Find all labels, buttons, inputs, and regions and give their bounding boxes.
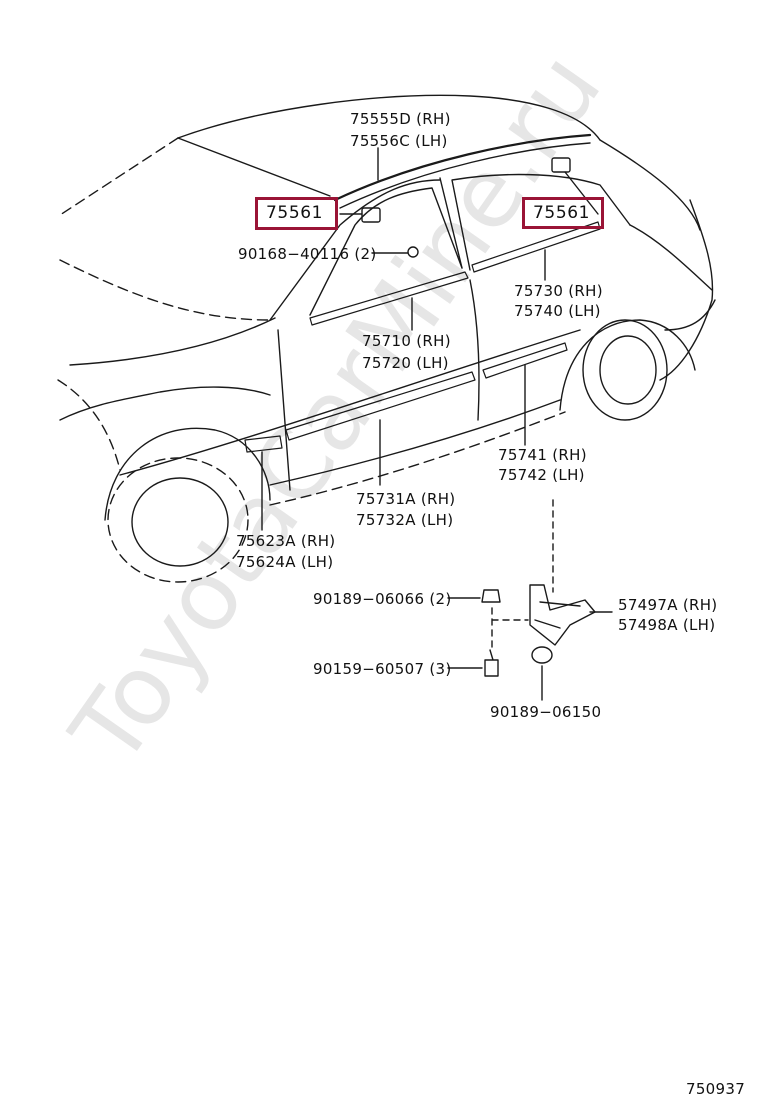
roof-molding <box>333 133 592 202</box>
sill-line <box>269 399 561 486</box>
label-75732a: 75732A (LH) <box>356 511 454 529</box>
label-90189-06150: 90189−06150 <box>490 703 602 721</box>
rear-end <box>659 199 714 381</box>
leader-75561-right <box>564 171 599 215</box>
belt-molding-rear <box>471 221 601 273</box>
highlight-box-75561-left <box>255 197 338 230</box>
diagram-code: 750937 <box>686 1080 746 1098</box>
fender-molding <box>244 435 283 453</box>
roof-outline <box>177 94 601 141</box>
highlight-box-75561-right <box>522 197 604 229</box>
label-75741: 75741 (RH) <box>498 446 587 464</box>
label-75556c: 75556C (LH) <box>350 132 448 150</box>
label-75740: 75740 (LH) <box>514 302 601 320</box>
screw-90168 <box>407 246 419 258</box>
roof-molding-inner <box>339 142 591 209</box>
rear-wheel <box>582 319 668 421</box>
a-pillar <box>269 179 441 321</box>
label-75730: 75730 (RH) <box>514 282 603 300</box>
b-pillar <box>439 177 463 269</box>
bolt-90159 <box>484 649 499 677</box>
label-57498a: 57498A (LH) <box>618 616 716 634</box>
label-75742: 75742 (LH) <box>498 466 585 484</box>
front-wheel-rim <box>131 477 229 567</box>
clip-right <box>551 157 571 173</box>
label-90159-60507: 90159−60507 (3) <box>313 660 452 678</box>
front-wheel <box>107 457 249 583</box>
front-window <box>309 187 463 316</box>
front-bumper <box>57 379 121 471</box>
rear-wheel-arch <box>559 319 696 411</box>
windshield-left-dashed <box>59 137 179 216</box>
c-pillar <box>629 224 713 291</box>
label-75710: 75710 (RH) <box>362 332 451 350</box>
front-wheel-arch <box>104 427 271 521</box>
label-75561-right: 75561 <box>533 203 591 223</box>
label-75731a: 75731A (RH) <box>356 490 456 508</box>
side-molding-rear <box>482 342 568 379</box>
label-90168-40116: 90168−40116 (2) <box>238 245 377 263</box>
bracket-inner <box>534 601 581 629</box>
label-90189-06066: 90189−06066 (2) <box>313 590 452 608</box>
side-molding-front <box>285 371 476 441</box>
label-75720: 75720 (LH) <box>362 354 449 372</box>
clip-90189-06066 <box>481 589 501 603</box>
rear-window <box>451 173 631 271</box>
clip-left <box>361 207 381 223</box>
windshield-top <box>177 137 331 197</box>
rear-bumper <box>664 299 716 331</box>
rocker-lower <box>269 411 566 506</box>
rear-wheel-rim <box>599 335 657 405</box>
belt-molding-front <box>309 271 469 326</box>
body-belt <box>119 329 581 476</box>
front-fender <box>59 386 271 421</box>
label-75555d: 75555D (RH) <box>350 110 451 128</box>
grommet-90189-06150 <box>531 646 553 664</box>
label-75624a: 75624A (LH) <box>236 553 334 571</box>
label-57497a: 57497A (RH) <box>618 596 718 614</box>
label-75623a: 75623A (RH) <box>236 532 336 550</box>
bracket-57497 <box>529 584 596 646</box>
trunk-lid <box>599 139 701 231</box>
door-rear-line <box>469 279 480 421</box>
hood-edge <box>69 317 276 366</box>
label-75561-left: 75561 <box>266 203 324 223</box>
door-front-line <box>277 329 291 491</box>
hood-line <box>59 259 271 321</box>
leader-dashed-bolts <box>491 607 529 649</box>
